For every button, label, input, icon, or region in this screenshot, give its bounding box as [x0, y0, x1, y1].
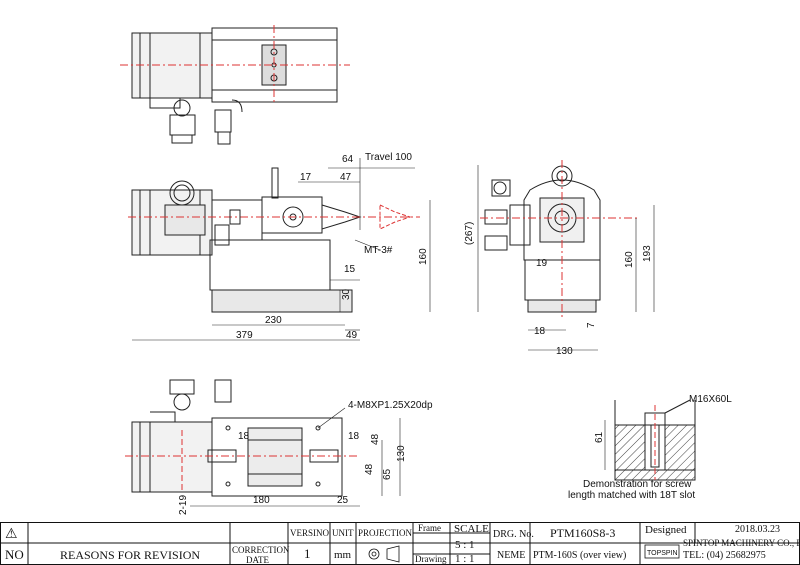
projection-symbol-icon	[368, 545, 400, 563]
dim-18-top: 18	[238, 431, 250, 442]
unit-label: UNIT	[332, 528, 354, 538]
top-plan-view	[120, 25, 350, 145]
dim-180: 180	[253, 495, 270, 506]
dim-48-a: 48	[370, 433, 381, 445]
date-label: DATE	[246, 555, 269, 565]
name-value: PTM-160S (over view)	[533, 550, 626, 561]
drawing-label: Drawing	[415, 554, 447, 564]
screw-callout: 4-M8XP1.25X20dp	[348, 400, 433, 411]
scale-drawing: 1 : 1	[455, 553, 475, 565]
dim-2-19: 2-19	[178, 495, 189, 515]
front-elevation-view	[128, 167, 420, 313]
side-view	[480, 160, 640, 320]
correction-label: CORRECTION	[232, 545, 290, 555]
taper-label: MT-3#	[364, 245, 393, 256]
dim-160-side: 160	[624, 251, 635, 268]
front-dimensions	[132, 158, 431, 341]
bottom-dimensions	[190, 407, 401, 507]
demo-note-line2: length matched with 18T slot	[568, 490, 695, 501]
bolt-label: M16X60L	[689, 394, 732, 405]
dim-130-top: 130	[396, 445, 407, 462]
company-name: SPINTOP MACHINERY CO., LTD.	[683, 538, 800, 548]
dim-130-side: 130	[556, 346, 573, 357]
dim-15: 15	[344, 264, 356, 275]
dim-61: 61	[594, 431, 605, 443]
dim-160-front: 160	[418, 248, 429, 265]
name-label: NEME	[497, 550, 525, 561]
dim-379: 379	[236, 330, 253, 341]
date-value: 2018.03.23	[735, 524, 780, 535]
dim-47: 47	[340, 172, 352, 183]
side-dimensions	[477, 165, 655, 351]
projection-label: PROJECTION	[358, 528, 413, 538]
dim-18-side: 18	[534, 326, 546, 337]
dim-267: (267)	[464, 222, 475, 245]
warning-icon: ⚠	[5, 525, 18, 541]
travel-label: Travel 100	[365, 152, 412, 163]
version-value: 1	[304, 546, 311, 561]
reasons-label: REASONS FOR REVISION	[60, 548, 200, 562]
bottom-plan-view	[125, 379, 360, 497]
drg-no-value: PTM160S8-3	[550, 526, 615, 540]
rev-no-label: NO	[5, 547, 24, 562]
drg-no-label: DRG. No.	[493, 529, 534, 540]
dim-25: 25	[337, 495, 349, 506]
dim-30: 30	[341, 288, 352, 300]
logo-text: TOPSPIN	[647, 550, 678, 557]
demo-note-line1: Demonstration for screw	[583, 479, 692, 490]
dim-64: 64	[342, 154, 354, 165]
dim-19: 19	[536, 258, 548, 269]
dim-48-b: 48	[364, 463, 375, 475]
designed-label: Designed	[645, 524, 687, 536]
dim-65: 65	[382, 468, 393, 480]
dim-230: 230	[265, 315, 282, 326]
unit-value: mm	[334, 549, 352, 561]
company-logo: TOPSPIN	[644, 544, 680, 559]
scale-frame: 5 : 1	[455, 539, 475, 551]
dim-18-top-right: 18	[348, 431, 360, 442]
version-label: VERSINO	[290, 528, 330, 538]
dim-7: 7	[586, 322, 597, 328]
frame-label: Frame	[418, 523, 441, 533]
dim-49: 49	[346, 330, 358, 341]
dim-193: 193	[642, 245, 653, 262]
slot-detail	[604, 399, 696, 481]
dim-17: 17	[300, 172, 312, 183]
company-tel: TEL: (04) 25682975	[683, 550, 766, 561]
scale-label: SCALE	[454, 523, 489, 535]
